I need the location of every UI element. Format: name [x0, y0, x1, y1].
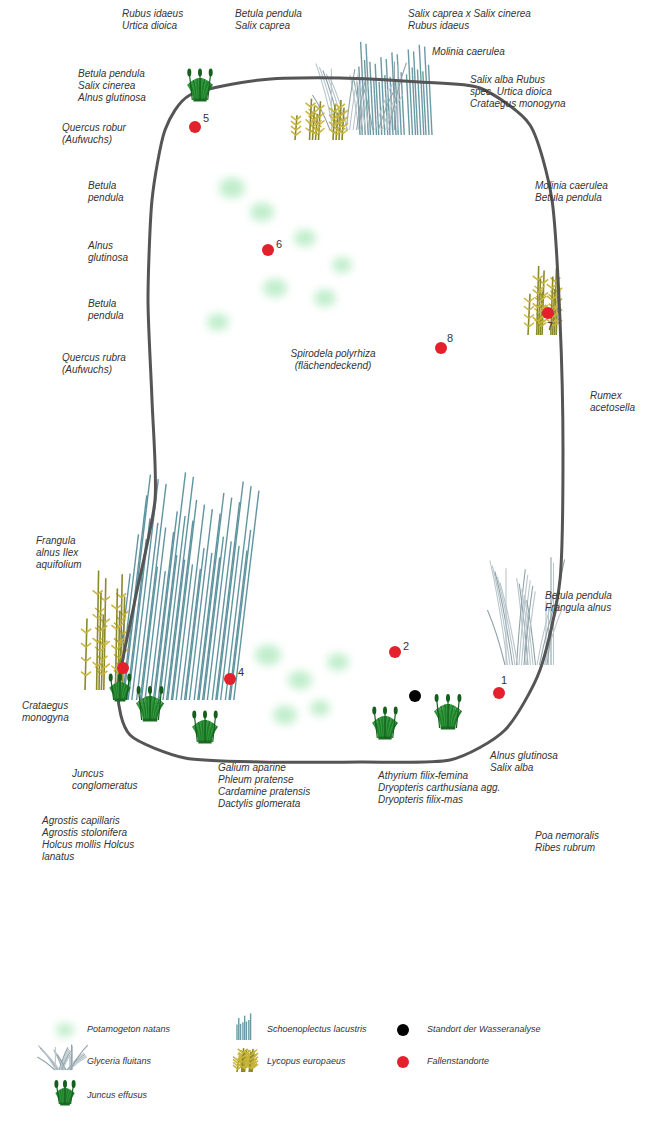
callout-number: 5 [203, 112, 209, 124]
trap-site [262, 244, 274, 256]
callout-number: 4 [238, 666, 244, 678]
legend-lycopus [233, 1048, 258, 1072]
trap-site [435, 342, 447, 354]
species-label: Galium aparine Phleum pratense Cardamine… [218, 762, 318, 810]
species-label: Betula pendula [88, 180, 133, 204]
legend-text: Glyceria fluitans [87, 1056, 151, 1067]
species-label: Betula pendula Salix cinerea Alnus gluti… [78, 68, 158, 104]
juncus-tuft [54, 1080, 75, 1104]
lycopus-patch [81, 570, 129, 690]
legend-text: Juncus effusus [87, 1090, 147, 1101]
species-label: Betula pendula Frangula alnus [545, 590, 625, 614]
lycopus-patch [291, 99, 348, 140]
potamogeton-patch [250, 202, 274, 221]
juncus-tuft [109, 674, 132, 701]
legend-swatch [397, 1056, 409, 1068]
trap-site [493, 687, 505, 699]
potamogeton-patch [327, 653, 349, 671]
callout-number: 6 [276, 238, 282, 250]
legend-schoenoplectus [237, 1013, 251, 1040]
species-label: Betula pendula [88, 298, 133, 322]
potamogeton-patch [56, 1023, 74, 1037]
species-label: Quercus rubra (Aufwuchs) [62, 352, 132, 376]
potamogeton-patch [263, 278, 287, 297]
juncus-tuft [137, 686, 164, 720]
species-label: Athyrium filix-femina Dryopteris carthus… [378, 770, 510, 806]
callout-number: 2 [403, 640, 409, 652]
potamogeton-patch [255, 645, 281, 666]
species-label: Betula pendula Salix caprea [235, 8, 310, 32]
callout-number: 1 [501, 674, 507, 686]
legend-text: Lycopus europaeus [267, 1056, 345, 1067]
juncus-tuft [372, 707, 397, 739]
legend-glyceria [37, 1045, 87, 1070]
species-label: Alnus glutinosa Salix alba [490, 750, 570, 774]
species-label: Molinia caerulea Betula pendula [535, 180, 615, 204]
juncus-tuft [192, 711, 217, 743]
trap-site [389, 646, 401, 658]
legend-swatch [397, 1024, 409, 1036]
species-label: Poa nemoralis Ribes rubrum [535, 830, 607, 854]
species-label: Crataegus monogyna [22, 700, 78, 724]
species-label: Salix alba Rubus spec. Urtica dioica Cra… [470, 74, 570, 110]
callout-number: 7 [547, 320, 553, 332]
trap-site [189, 121, 201, 133]
potamogeton-patch [273, 705, 297, 724]
species-label: Juncus conglomeratus [72, 768, 138, 792]
potamogeton-patch [310, 700, 330, 716]
species-label: Rumex acetosella [590, 390, 640, 414]
species-label: Rubus idaeus Urtica dioica [122, 8, 192, 32]
potamogeton-patch [219, 178, 245, 199]
species-label: Salix caprea x Salix cinerea Rubus idaeu… [408, 8, 548, 32]
species-label: Alnus glutinosa [88, 240, 133, 264]
legend [37, 1013, 409, 1104]
water-analysis-site [409, 690, 421, 702]
legend-text: Schoenoplectus lacustris [267, 1024, 367, 1035]
juncus-tuft [187, 69, 212, 101]
schoenoplectus-stand [357, 42, 432, 135]
legend-text: Potamogeton natans [87, 1024, 170, 1035]
callout-number: 8 [447, 332, 453, 344]
species-label: Molinia caerulea [432, 46, 522, 58]
species-label: Agrostis capillaris Agrostis stolonifera… [42, 815, 140, 863]
potamogeton-patch [288, 670, 312, 689]
trap-site [117, 662, 129, 674]
species-label: Spirodela polyrhiza (flächendeckend) [283, 348, 383, 372]
pond-outline [118, 78, 563, 762]
potamogeton-patch [332, 257, 352, 273]
species-label: Quercus robur (Aufwuchs) [62, 122, 132, 146]
potamogeton-patch [314, 289, 336, 307]
species-label: Frangula alnus Ilex aquifolium [36, 535, 84, 571]
potamogeton-patch [207, 313, 229, 331]
juncus-tuft [435, 694, 462, 728]
glyceria-patch [312, 61, 406, 130]
legend-text: Fallenstandorte [427, 1056, 489, 1067]
legend-text: Standort der Wasseranalyse [427, 1024, 540, 1035]
potamogeton-patch [294, 229, 316, 247]
trap-site [224, 673, 236, 685]
trap-site [542, 307, 554, 319]
